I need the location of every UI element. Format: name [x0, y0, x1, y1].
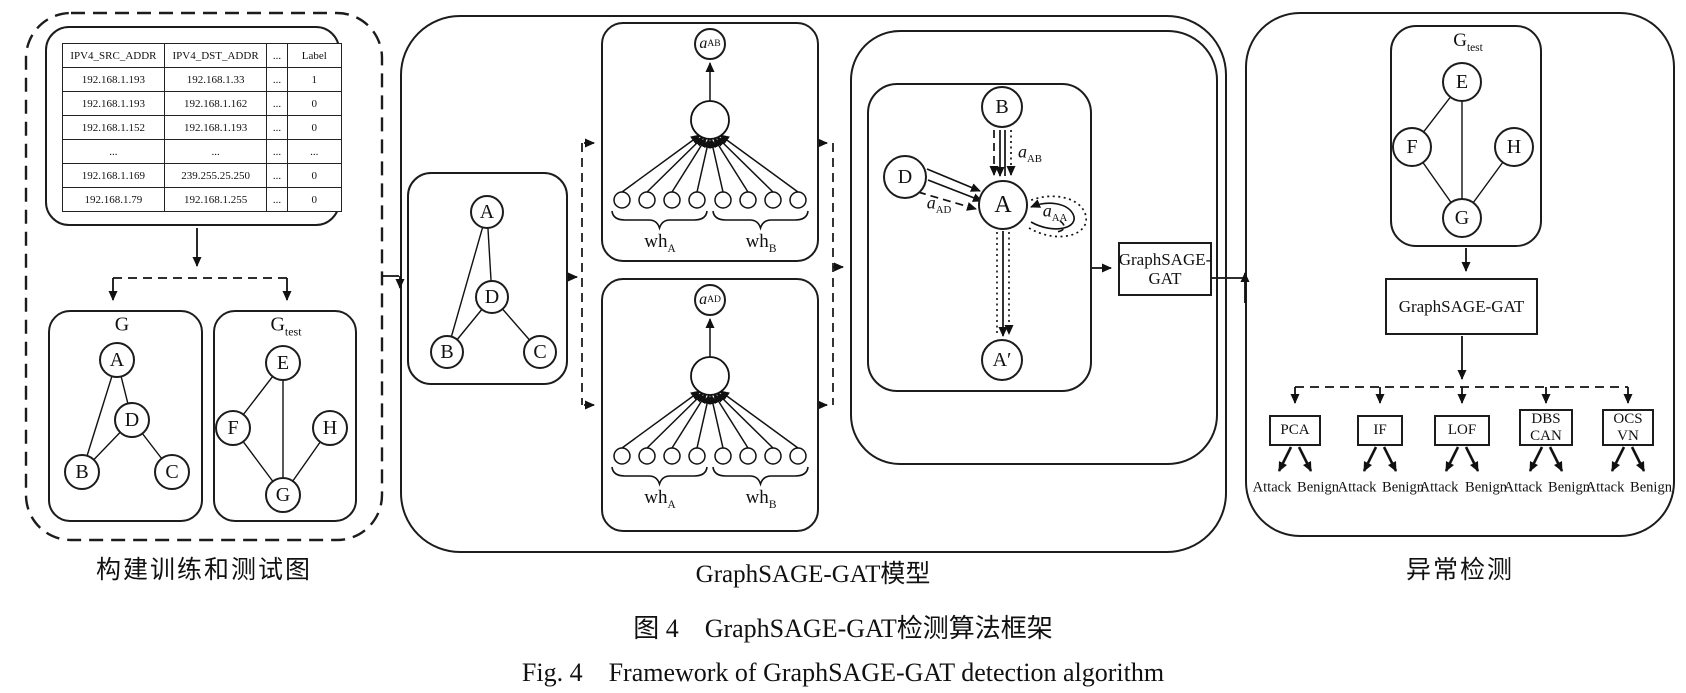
graph-node-e: E: [1442, 62, 1482, 102]
table-cell: 192.168.1.33: [163, 67, 268, 92]
flow-table: IPV4_SRC_ADDR IPV4_DST_ADDR ... Label 19…: [62, 43, 343, 212]
train-graph-box: [48, 310, 203, 522]
graph-node-a: A: [470, 195, 504, 229]
graph-node-a: A: [99, 342, 135, 378]
benign-label: Benign: [1297, 479, 1339, 496]
table-cell: 192.168.1.193: [62, 91, 165, 116]
coef-label-aaa: aAA: [1042, 200, 1068, 225]
table-cell: 192.168.1.79: [62, 187, 165, 212]
table-cell: 192.168.1.255: [163, 187, 268, 212]
right-section-label: 异常检测: [1405, 557, 1515, 584]
table-header-cell: Label: [286, 43, 343, 68]
graph-to-attention-bus: [568, 138, 595, 410]
gat-model-box: GraphSAGE- GAT: [1118, 242, 1212, 296]
gat-model-box-line2: GAT: [1148, 269, 1182, 288]
graph-node-c: C: [154, 454, 190, 490]
attack-label: Attack: [1337, 479, 1377, 496]
table-cell: 192.168.1.193: [163, 115, 268, 140]
detector-label: OCS: [1613, 410, 1643, 427]
graph-node-f: F: [1392, 127, 1432, 167]
detector-label: CAN: [1530, 427, 1562, 444]
table-cell: 239.255.25.250: [163, 163, 268, 188]
graph-node-f: F: [215, 410, 251, 446]
detector-label: DBS: [1531, 410, 1561, 427]
coef-label-aab: aAB: [1018, 141, 1042, 166]
figure-caption-zh: 图 4 GraphSAGE-GAT检测算法框架: [633, 614, 1053, 643]
gat-model-box-line1: GraphSAGE-: [1118, 249, 1212, 269]
gat-inference-box: GraphSAGE-GAT: [1385, 278, 1538, 335]
table-cell: 0: [286, 163, 343, 188]
graph-node-d: D: [114, 402, 150, 438]
graph-node-c: C: [523, 335, 557, 369]
coef-label-aad: aAD: [926, 192, 952, 217]
agg-node-b: B: [981, 86, 1023, 128]
benign-label: Benign: [1630, 479, 1672, 496]
table-cell: 0: [286, 187, 343, 212]
middle-graph-box: [407, 172, 568, 385]
attack-label: Attack: [1419, 479, 1459, 496]
attack-benign-arrows: [1277, 446, 1646, 472]
attention-bottom-internals: [611, 318, 809, 487]
detector-label: LOF: [1447, 422, 1477, 439]
graph-node-b: B: [64, 454, 100, 490]
table-header-cell: IPV4_SRC_ADDR: [62, 43, 165, 68]
train-graph-title: G: [114, 313, 130, 336]
attack-label: Attack: [1252, 479, 1292, 496]
wh-a-label: whA: [644, 487, 676, 511]
graph-node-d: D: [475, 280, 509, 314]
gat-inference-label: GraphSAGE-GAT: [1398, 296, 1525, 316]
attack-label: Attack: [1585, 479, 1625, 496]
detection-graph-box: [1390, 25, 1542, 247]
attention-to-aggregation-bus: [818, 138, 844, 410]
benign-label: Benign: [1382, 479, 1424, 496]
detector-box-ocsvn: OCS VN: [1602, 409, 1654, 446]
detector-box-if: IF: [1357, 415, 1403, 446]
wh-b-label: whB: [745, 231, 777, 255]
agg-node-a-prime: A′: [981, 339, 1023, 381]
aggregation-outer-box: [850, 30, 1218, 465]
test-graph-title: Gtest: [270, 313, 302, 339]
table-cell: 192.168.1.152: [62, 115, 165, 140]
table-row: 192.168.1.79 192.168.1.255 ... 0: [62, 187, 343, 212]
graph-node-g: G: [1442, 198, 1482, 238]
detector-label: IF: [1373, 422, 1387, 439]
figure-caption-en: Fig. 4 Framework of GraphSAGE-GAT detect…: [521, 658, 1165, 687]
table-cell: ...: [266, 187, 288, 212]
middle-section-label: GraphSAGE-GAT模型: [695, 561, 931, 588]
left-section-label: 构建训练和测试图: [95, 557, 313, 584]
graph-node-b: B: [430, 335, 464, 369]
graph-node-h: H: [312, 410, 348, 446]
wh-a-label: whA: [644, 231, 676, 255]
detector-label: PCA: [1280, 422, 1310, 439]
table-row: 192.168.1.169 239.255.25.250 ... 0: [62, 163, 343, 188]
attack-label: Attack: [1503, 479, 1543, 496]
graph-node-e: E: [265, 345, 301, 381]
table-cell: ...: [266, 139, 288, 164]
detector-label: VN: [1617, 427, 1639, 444]
aggregation-arrows: [917, 130, 1087, 337]
graph-node-h: H: [1494, 127, 1534, 167]
benign-label: Benign: [1465, 479, 1507, 496]
table-cell: 192.168.1.169: [62, 163, 165, 188]
benign-label: Benign: [1548, 479, 1590, 496]
table-header-row: IPV4_SRC_ADDR IPV4_DST_ADDR ... Label: [62, 43, 343, 68]
agg-node-d: D: [883, 155, 927, 199]
table-cell: ...: [266, 67, 288, 92]
graph-node-g: G: [265, 477, 301, 513]
test-graph-box: [213, 310, 357, 522]
detector-box-lof: LOF: [1434, 415, 1490, 446]
agg-node-a: A: [978, 180, 1028, 230]
detection-graph-title: Gtest: [1453, 30, 1483, 54]
table-cell: 1: [286, 67, 343, 92]
detector-box-pca: PCA: [1269, 415, 1321, 446]
detector-box-dbscan: DBS CAN: [1519, 409, 1573, 446]
detection-wiring: [1290, 248, 1633, 404]
table-to-graphs-arrows: [108, 228, 292, 301]
wh-b-label: whB: [745, 487, 777, 511]
aggregation-inner-box: [867, 83, 1092, 392]
attention-top-internals: [611, 62, 809, 231]
